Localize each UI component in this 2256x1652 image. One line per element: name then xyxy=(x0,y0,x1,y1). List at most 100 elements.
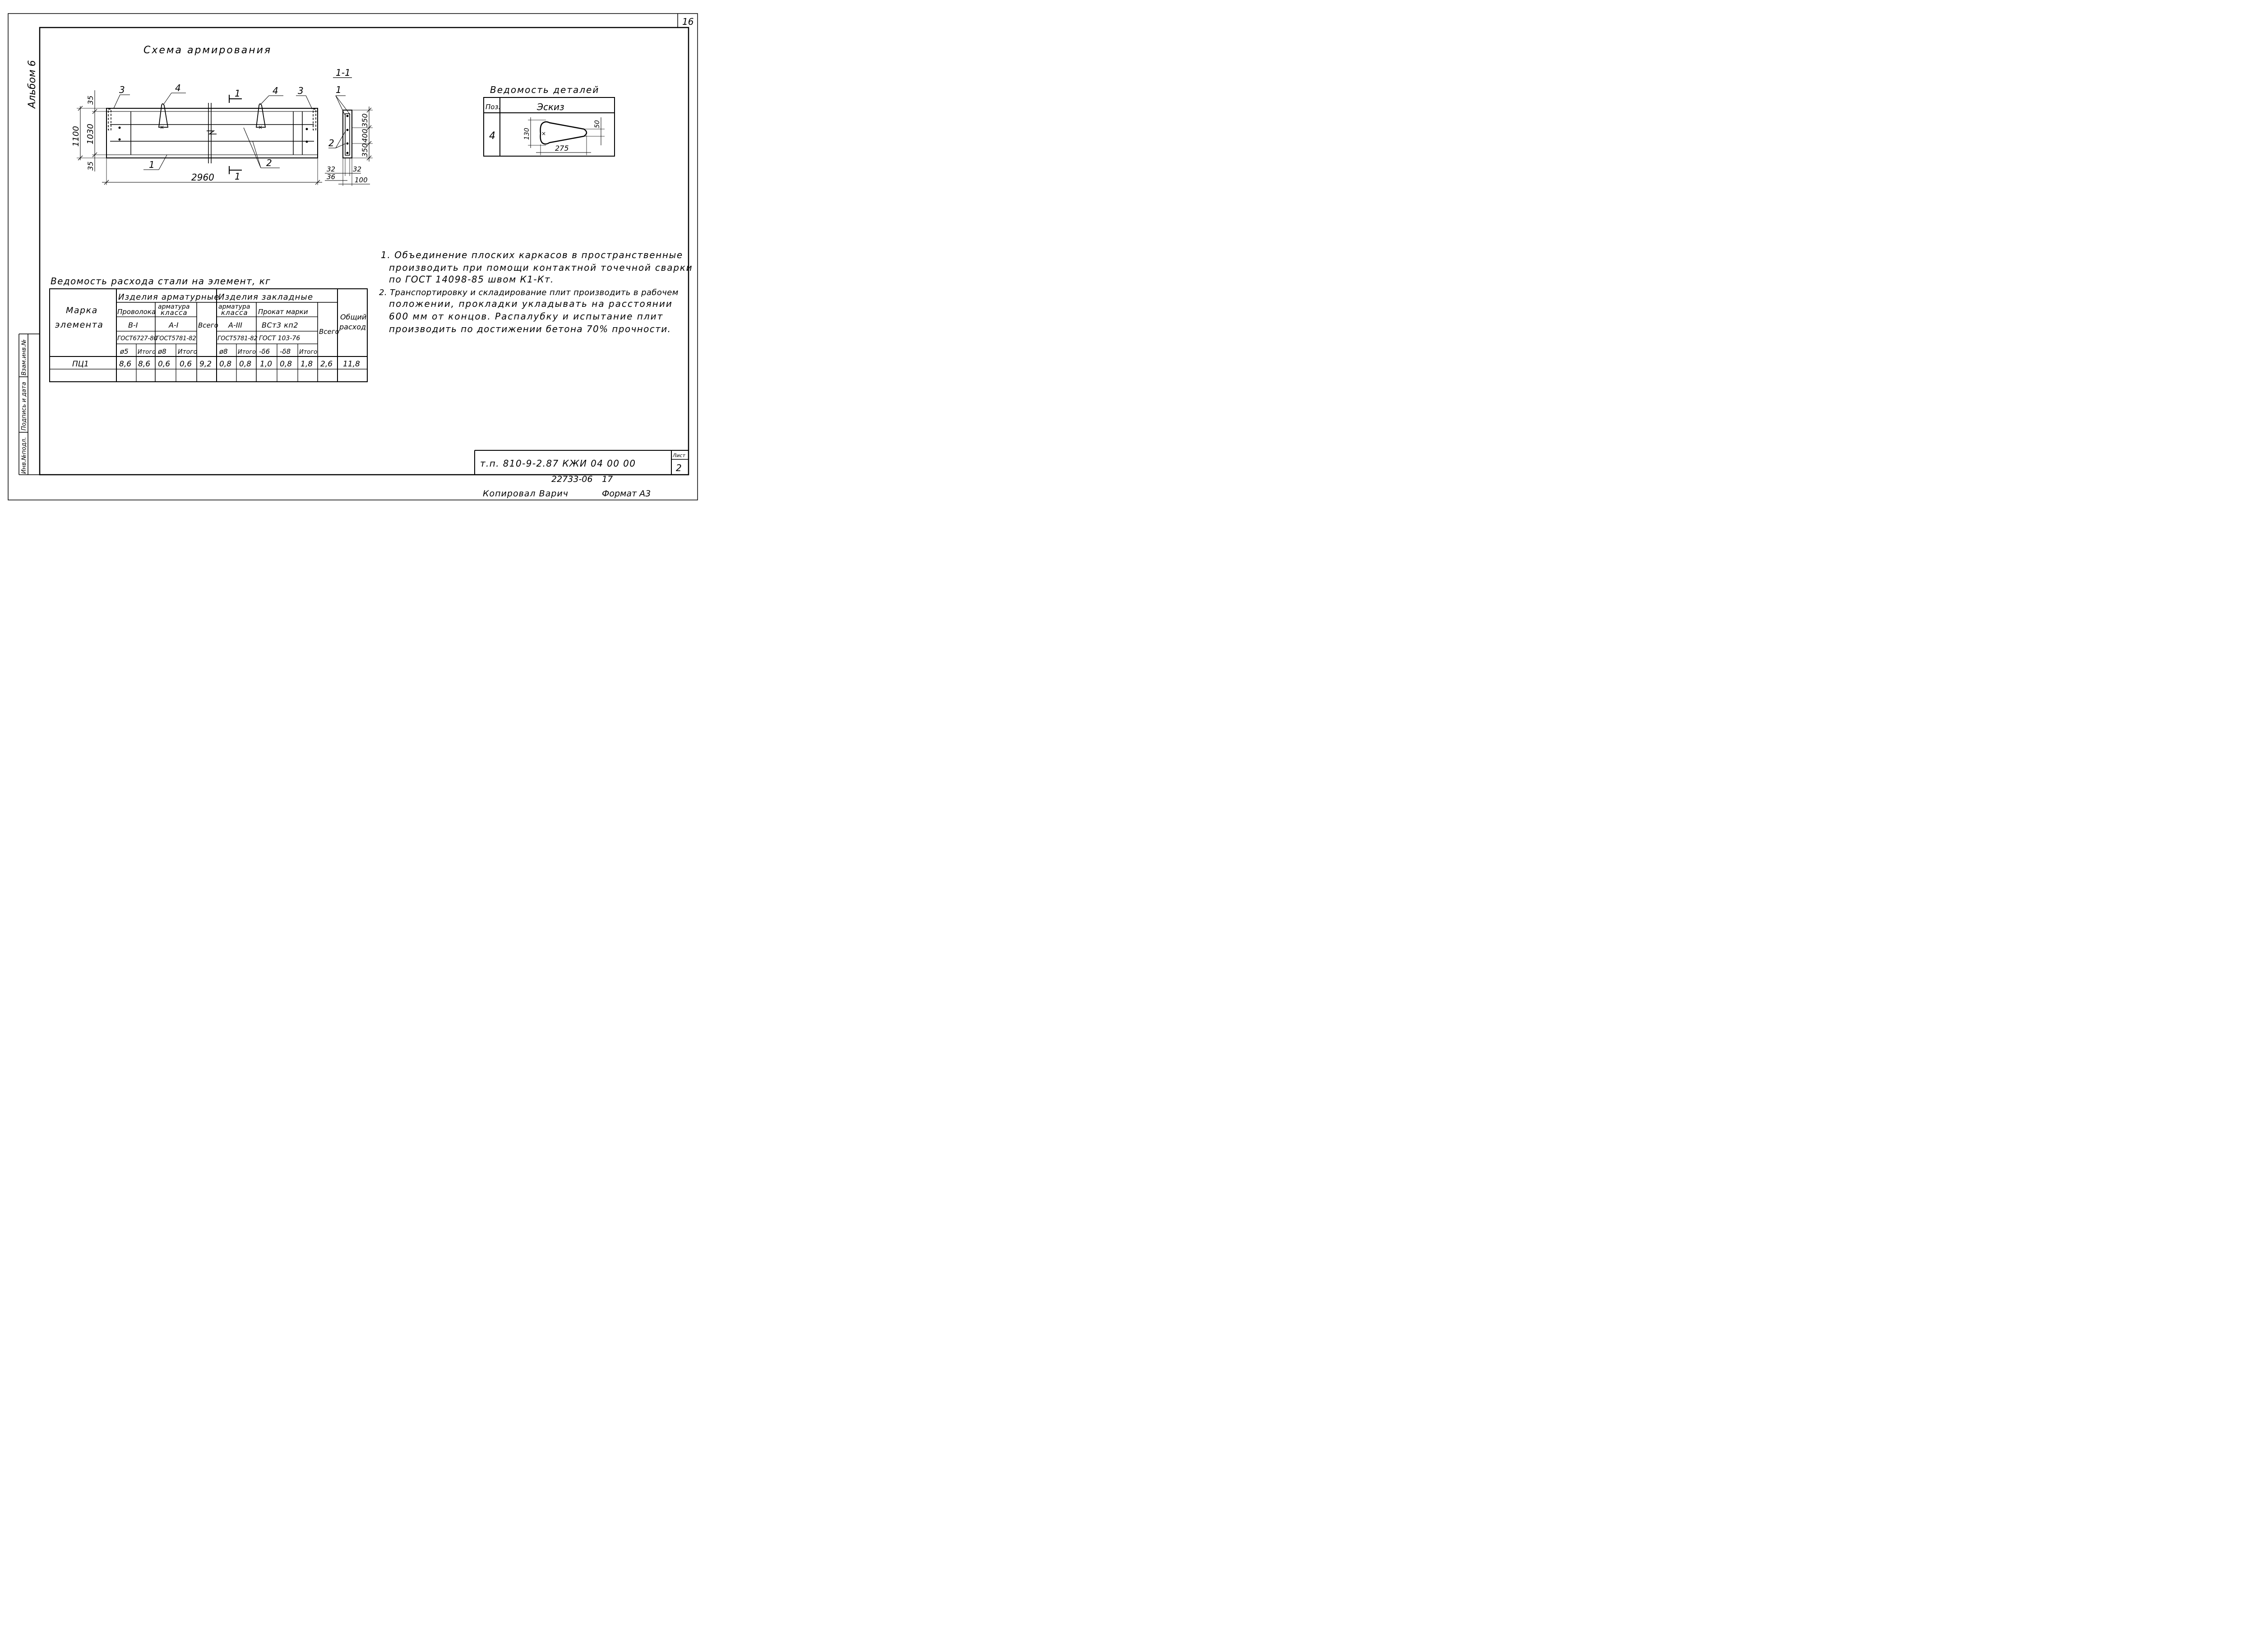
std-gost-5781-b: ГОСТ5781-82 xyxy=(217,335,258,342)
d-col-4: Итого xyxy=(178,348,197,356)
h-mark-2: элемента xyxy=(55,320,103,330)
row-val-5: 9,2 xyxy=(199,360,212,369)
d-col-9: Итого xyxy=(299,349,317,356)
outer-frame xyxy=(8,13,698,500)
dim-bottom-cover: 35 xyxy=(86,162,95,171)
album-label: Альбом 6 xyxy=(27,60,38,109)
d-col-2: Итого xyxy=(138,349,156,356)
section-mark-top: 1 xyxy=(235,88,240,99)
details-col-sketch: Эскиз xyxy=(536,102,564,112)
scheme-pos-1: 1 xyxy=(149,159,155,170)
svg-text:×: × xyxy=(258,124,263,130)
d-col-6: Итого xyxy=(238,349,256,356)
scheme-pos-3-left: 3 xyxy=(119,84,125,95)
stamp-signature-date: Подпись и дата xyxy=(21,382,28,430)
note-line-2: производить при помощи контактной точечн… xyxy=(389,262,693,273)
d-col-7: -δ6 xyxy=(259,347,270,356)
d-col-3: ø8 xyxy=(157,347,166,356)
scheme-title: Схема армирования xyxy=(143,45,272,56)
row-val-10: 1,8 xyxy=(300,360,313,369)
d-col-8: -δ8 xyxy=(280,347,291,356)
section-mark-bottom: 1 xyxy=(235,171,240,182)
archive-number: 22733-06 xyxy=(551,474,592,484)
row-val-11: 2,6 xyxy=(320,360,333,369)
stamp-replace-inv: Взам.инв.№ xyxy=(21,339,28,375)
details-dim-50: 50 xyxy=(594,120,601,128)
sheet-label: Лист xyxy=(672,453,685,458)
section-pos-1: 1 xyxy=(336,84,342,95)
row-val-3: 0,6 xyxy=(158,360,170,369)
std-gost-6727: ГОСТ6727-80 xyxy=(117,335,157,342)
h-wire: Проволока xyxy=(117,308,156,316)
details-title: Ведомость деталей xyxy=(490,84,599,95)
section-dim-32-left: 32 xyxy=(327,165,335,173)
row-mark: ПЦ1 xyxy=(72,360,89,369)
steel-table-title: Ведомость расхода стали на элемент, кг xyxy=(51,276,271,287)
grade-bi: В-I xyxy=(128,321,138,329)
svg-text:×: × xyxy=(541,130,546,137)
svg-text:×: × xyxy=(160,124,164,130)
note-line-5: положении, прокладки укладывать на расст… xyxy=(389,298,673,309)
row-val-9: 0,8 xyxy=(280,360,292,369)
note-line-6: 600 мм от концов. Распалубку и испытание… xyxy=(389,311,663,322)
section-dim-middle: 400 xyxy=(361,129,369,143)
section-dim-bottom: 350 xyxy=(361,143,369,157)
dim-top-cover: 35 xyxy=(86,96,95,105)
d-col-1: ø5 xyxy=(120,347,129,356)
h-armcls-1: арматура xyxy=(158,303,190,310)
h-armcls-2: класса xyxy=(161,309,188,317)
side-stamp: Инв.№подл. Подпись и дата Взам.инв.№ xyxy=(18,333,40,475)
inner-frame xyxy=(39,27,689,476)
row-val-1: 8,6 xyxy=(119,360,131,369)
note-line-3: по ГОСТ 14098-85 швом К1-Кт. xyxy=(389,274,554,285)
row-val-4: 0,6 xyxy=(180,360,192,369)
dim-length: 2960 xyxy=(191,172,214,183)
section-dim-100: 100 xyxy=(355,176,368,184)
h-general-1: Общий xyxy=(340,313,366,321)
footer: 22733-06 17 Копировал Варич Формат А3 xyxy=(483,474,651,499)
h-emb: Изделия закладные xyxy=(218,292,313,302)
row-val-8: 1,0 xyxy=(260,360,272,369)
scheme-pos-2: 2 xyxy=(266,157,272,168)
h-armcls2-2: класса xyxy=(221,309,248,317)
std-gost-103: ГОСТ 103-76 xyxy=(259,335,300,342)
steel-table: Ведомость расхода стали на элемент, кг М… xyxy=(49,276,368,382)
corner-sheet-number: 16 xyxy=(682,16,693,27)
drawing-sheet: 16 Альбом 6 Инв.№подл. Подпись и дата Вз… xyxy=(8,13,698,500)
details-row-pos: 4 xyxy=(489,130,495,142)
h-rolled: Прокат марки xyxy=(258,308,308,316)
section-pos-2: 2 xyxy=(328,138,334,148)
scheme-pos-4-right: 4 xyxy=(273,85,278,96)
dim-total-height: 1100 xyxy=(71,126,81,147)
grade-aiii: А-III xyxy=(228,321,242,329)
h-arm: Изделия арматурные xyxy=(118,292,220,302)
grade-ai: А-I xyxy=(168,321,179,329)
title-block: т.п. 810-9-2.87 КЖИ 04 00 00 Лист 2 xyxy=(474,450,689,475)
grade-vst: ВСт3 кп2 xyxy=(262,321,298,329)
details-col-pos: Поз. xyxy=(485,103,500,111)
dim-inner-height: 1030 xyxy=(86,124,95,144)
row-val-2: 8,6 xyxy=(138,360,150,369)
section-title: 1-1 xyxy=(336,67,351,78)
std-gost-5781-a: ГОСТ5781-82 xyxy=(156,335,196,342)
doc-code: т.п. 810-9-2.87 КЖИ 04 00 00 xyxy=(480,458,636,469)
row-val-6: 0,8 xyxy=(219,360,231,369)
details-table: Ведомость деталей Поз. Эскиз 4 × 130 50 … xyxy=(483,84,615,157)
note-line-4: 2. Транспортировку и складирование плит … xyxy=(379,288,679,297)
loop-sketch xyxy=(540,121,587,145)
row-val-12: 11,8 xyxy=(343,360,360,369)
details-dim-130: 130 xyxy=(523,128,531,140)
section-1-1: 1-1 1 2 350 400 350 xyxy=(325,67,373,186)
archive-page: 17 xyxy=(602,474,613,484)
d-col-5: ø8 xyxy=(219,347,228,356)
note-line-7: производить по достижении бетона 70% про… xyxy=(389,324,671,334)
note-line-1: 1. Объединение плоских каркасов в простр… xyxy=(381,250,683,260)
format-label: Формат А3 xyxy=(602,489,651,499)
scheme-pos-4-left: 4 xyxy=(175,83,181,93)
stamp-inv-orig: Инв.№подл. xyxy=(21,437,28,474)
notes: 1. Объединение плоских каркасов в простр… xyxy=(379,250,693,334)
h-general-2: расход xyxy=(339,323,366,331)
sheet-number: 2 xyxy=(676,463,682,473)
h-mark-1: Марка xyxy=(66,305,98,315)
copied-by: Копировал Варич xyxy=(483,489,569,499)
